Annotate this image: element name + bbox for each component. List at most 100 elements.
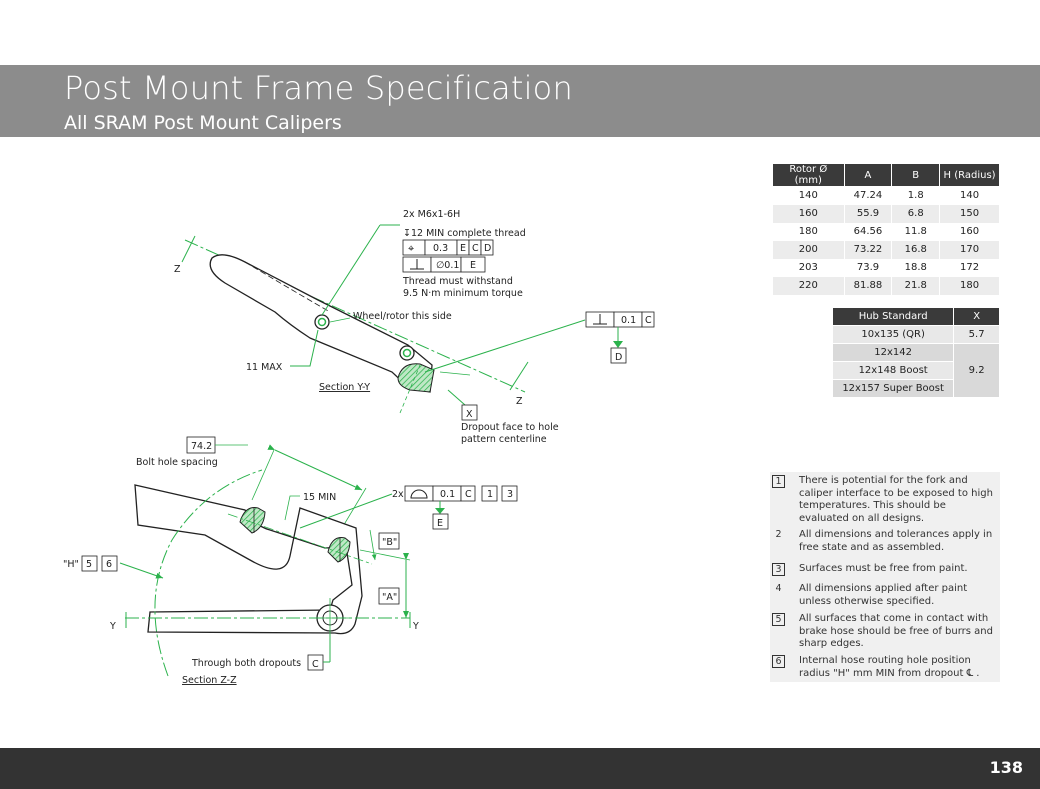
dropout-hatch xyxy=(397,363,435,393)
mount-hole-thread xyxy=(402,348,412,358)
max-dim-leader xyxy=(290,329,319,367)
hub-col-header: Hub Standard xyxy=(831,307,955,326)
rotor-col-header: Rotor Ø (mm) xyxy=(772,163,845,187)
note-ref-box xyxy=(501,485,518,502)
datum-ref: C xyxy=(645,315,652,326)
torque-note: Thread must withstand xyxy=(402,276,513,287)
dim-b-line xyxy=(369,529,377,561)
dim-a-box xyxy=(378,587,400,605)
torque-note: 9.5 N·m minimum torque xyxy=(403,288,523,299)
note-ref: 6 xyxy=(106,559,112,570)
thread-leader xyxy=(321,224,381,316)
table-row: 180 64.56 11.8 160 xyxy=(772,222,1000,241)
y-label: Y xyxy=(412,621,419,632)
thread-depth: ↧12 MIN complete thread xyxy=(403,228,526,239)
perp-c-tolerance: 0.1 xyxy=(621,315,636,326)
table-cell: 140 xyxy=(939,186,1000,205)
note-number: 4 xyxy=(775,583,782,594)
table-cell: 150 xyxy=(939,204,1000,223)
bolt-centerline xyxy=(227,513,373,565)
perp-tolerance: ∅0.1 xyxy=(436,260,459,271)
z-label: Z xyxy=(516,396,523,407)
footer-bar xyxy=(0,748,1040,789)
table-cell: 180 xyxy=(939,276,1000,295)
note-number: 6 xyxy=(772,655,785,668)
note-ref-box xyxy=(81,555,98,572)
rotor-arc xyxy=(154,469,263,677)
table-cell: 180 xyxy=(772,222,845,241)
datum-e-label: E xyxy=(437,518,443,529)
datum-ref: E xyxy=(460,243,466,254)
datum-e-box xyxy=(432,513,449,530)
table-cell: 12x148 Boost xyxy=(831,361,955,380)
technical-drawing: Z Z 2x M6x1-6H ↧12 MIN complete thread ⌖… xyxy=(63,209,655,686)
table-cell: 18.8 xyxy=(891,258,941,277)
table-row: 140 47.24 1.8 140 xyxy=(772,186,1000,205)
dim-h-leader xyxy=(119,562,164,579)
table-cell: 160 xyxy=(939,222,1000,241)
wheel-side-label: Wheel/rotor this side xyxy=(353,311,452,322)
bolt-spacing-label: Bolt hole spacing xyxy=(136,457,218,468)
note-ref: 5 xyxy=(86,559,92,570)
table-cell: 200 xyxy=(772,240,845,259)
profile-prefix: 2x xyxy=(392,489,404,500)
note-number: 2 xyxy=(775,529,782,540)
datum-d-label: D xyxy=(615,352,622,363)
note-ref: 1 xyxy=(487,489,493,500)
surface-profile-icon xyxy=(410,489,428,499)
table-cell: 81.88 xyxy=(843,276,893,295)
datum-d-box xyxy=(610,347,627,364)
table-cell: 16.8 xyxy=(891,240,941,259)
table-cell: 12x157 Super Boost xyxy=(831,379,955,398)
table-cell: 21.8 xyxy=(891,276,941,295)
frame-outline xyxy=(134,484,363,635)
rotor-table: Rotor Ø (mm) A B H (Radius) 140 47.24 1.… xyxy=(772,163,1000,295)
hub-col-header: X xyxy=(953,307,1000,326)
datum-ref: E xyxy=(470,260,476,271)
table-cell: 220 xyxy=(772,276,845,295)
rotor-col-header: H (Radius) xyxy=(939,163,1000,187)
dim-h-label: "H" xyxy=(63,559,79,570)
note-text: Internal hose routing hole position radi… xyxy=(799,655,980,679)
min-dim-leader xyxy=(284,495,300,521)
dropout-note: pattern centerline xyxy=(461,434,547,445)
note-text: All surfaces that come in contact with b… xyxy=(799,613,993,649)
note-ref-box xyxy=(481,485,498,502)
mount-hole xyxy=(399,345,415,361)
table-cell: 10x135 (QR) xyxy=(831,325,955,344)
datum-box xyxy=(641,311,655,328)
note-text: All dimensions applied after paint unles… xyxy=(799,583,968,607)
table-row: 10x135 (QR) 5.7 xyxy=(831,325,1000,344)
hub-table-header: Hub Standard X xyxy=(831,307,1000,326)
datum-box xyxy=(460,485,476,502)
table-row: 220 81.88 21.8 180 xyxy=(772,276,1000,295)
bolt-boss-hatch xyxy=(327,537,351,563)
note-number: 3 xyxy=(772,563,785,576)
perp-c-leader xyxy=(424,319,586,373)
table-cell: 12x142 xyxy=(831,343,955,362)
section-yy-view: Z Z 2x M6x1-6H ↧12 MIN complete thread ⌖… xyxy=(174,209,655,445)
table-cell: 172 xyxy=(939,258,1000,277)
table-cell: 73.9 xyxy=(843,258,893,277)
dropout-face-leader xyxy=(447,389,466,406)
note-text: There is potential for the fork and cali… xyxy=(799,475,993,524)
datum-x-box xyxy=(461,404,478,421)
note-number: 5 xyxy=(772,613,785,626)
dim-b-box xyxy=(378,532,400,550)
dropout-note: Dropout face to hole xyxy=(461,422,559,433)
dim-a-label: "A" xyxy=(382,592,397,603)
profile-leader xyxy=(299,493,393,529)
table-cell: 64.56 xyxy=(843,222,893,241)
hub-table: Hub Standard X 10x135 (QR) 5.7 12x142 9.… xyxy=(831,307,1000,398)
table-cell: 55.9 xyxy=(843,204,893,223)
thread-spec: 2x M6x1-6H xyxy=(403,209,460,220)
table-cell: 5.7 xyxy=(953,325,1000,344)
table-cell: 203 xyxy=(772,258,845,277)
datum-c-label: C xyxy=(312,659,319,670)
position-symbol-icon: ⌖ xyxy=(408,242,414,255)
table-cell: 1.8 xyxy=(891,186,941,205)
position-tolerance: 0.3 xyxy=(433,243,448,254)
section-zz-view: 74.2 Bolt hole spacing 15 MIN 2x 0.1 xyxy=(63,436,518,686)
datum-x-label: X xyxy=(466,409,473,420)
z-centerline xyxy=(184,239,526,393)
